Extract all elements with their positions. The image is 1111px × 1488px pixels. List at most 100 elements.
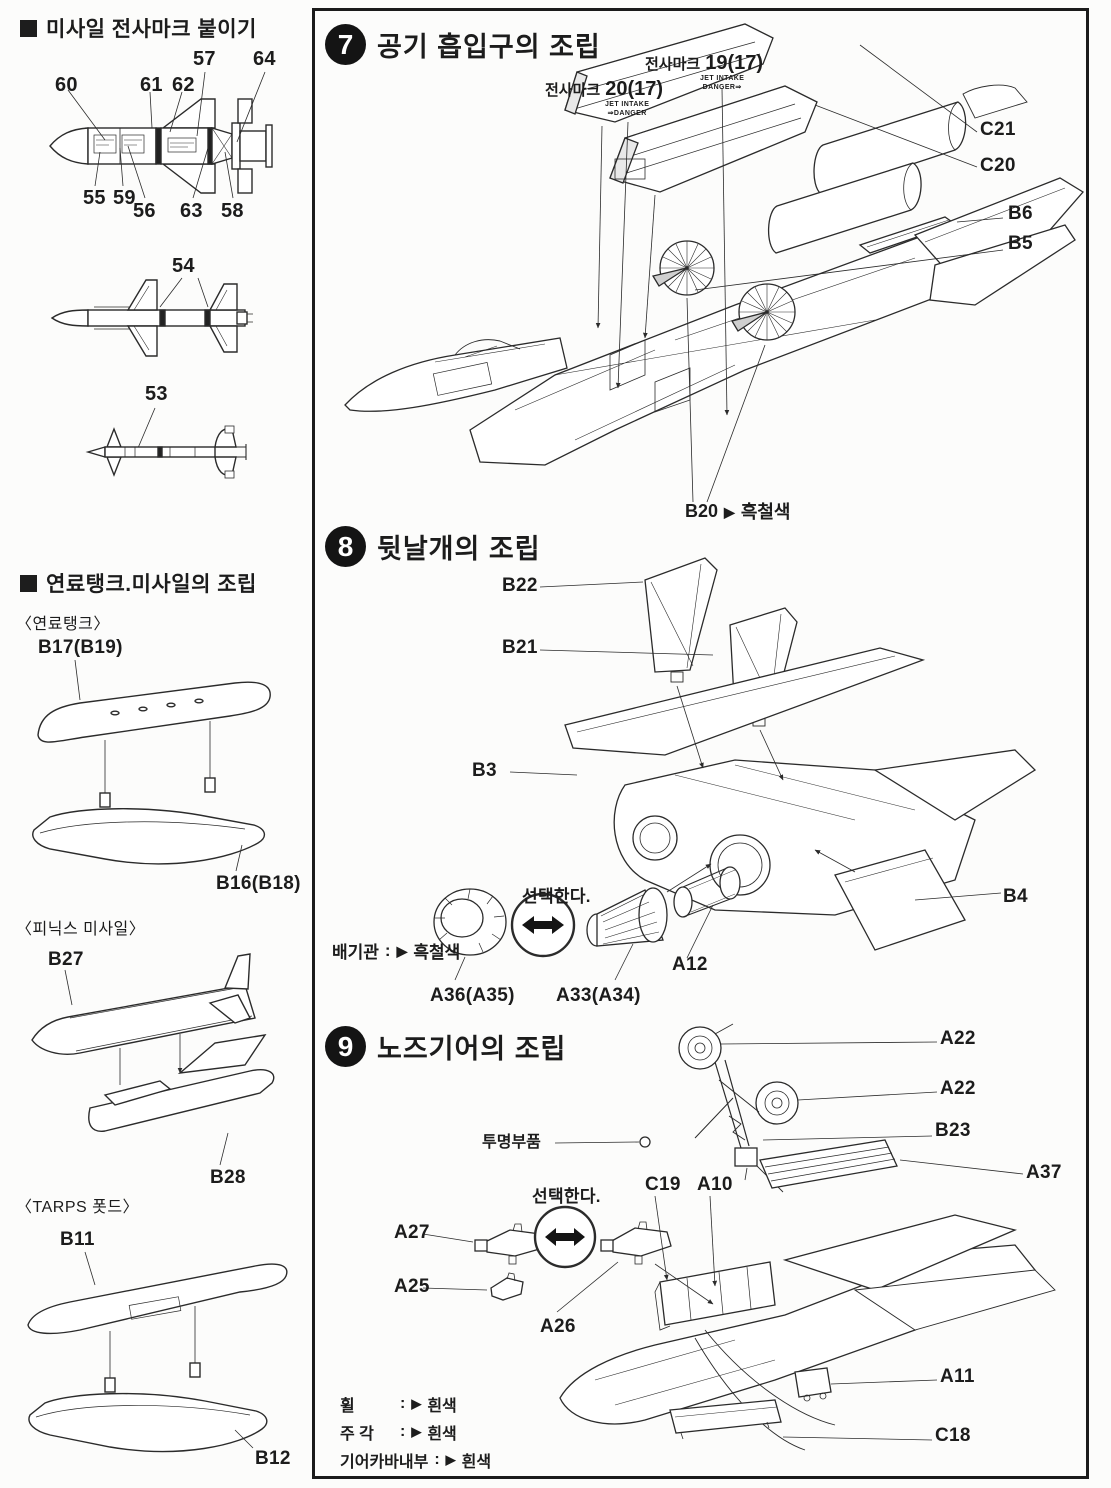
exhaust-label: 배기관 — [332, 943, 379, 962]
missile-54-drawing — [50, 277, 253, 357]
select-label-step8: 선택한다. — [522, 887, 591, 906]
part-label-b11: B11 — [60, 1229, 95, 1250]
part-label-a11: A11 — [940, 1366, 975, 1387]
step9-paint-notes: 휠 : ▶ 흰색 주 각 : ▶ 흰색 기어카바내부 : ▶ 흰색 — [340, 1392, 491, 1472]
color-name: 흰색 — [427, 1398, 457, 1415]
jet-intake-danger-text-20: JET INTAKE ⇒DANGER — [605, 100, 649, 118]
part-c18-drawing — [669, 1399, 782, 1440]
paint-note-label: 주 각 — [340, 1426, 374, 1443]
phoenix-drawing — [31, 953, 275, 1166]
step8-title: 뒷날개의 조립 — [377, 534, 541, 564]
wing-b3-drawing — [564, 647, 926, 756]
engine-fan-icons — [651, 240, 796, 341]
colon: : — [434, 1451, 440, 1468]
part-a11-drawing — [794, 1367, 832, 1402]
engine-nacelle-drawings — [767, 84, 1028, 254]
step7-title: 공기 흡입구의 조립 — [377, 32, 601, 62]
step9-drawing — [422, 1023, 1056, 1451]
part-label-b27: B27 — [48, 949, 84, 970]
step7-header: 7 공기 흡입구의 조립 — [325, 24, 601, 65]
paint-note-label: 기어카바내부 — [340, 1454, 429, 1471]
colon: : — [400, 1395, 406, 1412]
part-label-a22-mid: A22 — [940, 1078, 976, 1099]
part-label-b22: B22 — [502, 575, 538, 596]
b20-color-note: B20 ▶ 흑철색 — [685, 498, 791, 524]
tiny-line1: JET INTAKE — [605, 101, 650, 108]
decal-mark-20-label: 전사마크 20(17) — [545, 78, 663, 101]
part-label-c19: C19 — [645, 1174, 681, 1195]
part-label-c18: C18 — [935, 1425, 971, 1446]
decal-number: 20(17) — [605, 78, 664, 100]
callout-56: 56 — [133, 200, 156, 222]
part-a25-drawing — [490, 1272, 524, 1301]
part-a27-drawing — [474, 1223, 544, 1265]
step8-drawing — [433, 557, 1037, 981]
callout-54: 54 — [172, 255, 195, 277]
callout-59: 59 — [113, 187, 136, 209]
color-arrow-icon: ▶ — [724, 503, 735, 520]
left-column-drawings — [27, 71, 288, 1453]
callout-63: 63 — [180, 200, 203, 222]
tiny-line1: JET INTAKE — [700, 75, 745, 82]
paint-note-strut: 주 각 : ▶ 흰색 — [340, 1420, 491, 1444]
intake-duct-c21-drawing — [564, 23, 774, 123]
callout-55: 55 — [83, 187, 106, 209]
nose-gear-strut-drawing — [639, 1026, 799, 1193]
jet-intake-danger-text-19: JET INTAKE DANGER⇒ — [700, 74, 744, 92]
step8-number-badge: 8 — [325, 526, 366, 567]
part-a26-drawing — [600, 1221, 672, 1265]
forward-fuselage-drawing — [344, 337, 568, 412]
step9-title: 노즈기어의 조립 — [377, 1034, 567, 1064]
decal-prefix: 전사마크 — [545, 82, 601, 99]
phoenix-caption: 〈피닉스 미사일〉 — [16, 921, 146, 938]
part-label-b28: B28 — [210, 1167, 246, 1188]
part-a37-drawing — [759, 1139, 898, 1189]
step7-number-badge: 7 — [325, 24, 366, 65]
nose-fuselage-drawing — [559, 1214, 1056, 1451]
fuel-tank-drawing — [32, 659, 271, 872]
part-label-a22-top: A22 — [940, 1028, 976, 1049]
section-bullet-icon — [20, 19, 37, 37]
part-label-b16: B16(B18) — [216, 873, 301, 894]
sparrow-decal-drawing — [49, 71, 273, 199]
section-title: 미사일 전사마크 붙이기 — [46, 18, 257, 41]
step9-header: 9 노즈기어의 조립 — [325, 1026, 566, 1067]
tiny-line2: ⇒DANGER — [607, 110, 647, 118]
callout-53: 53 — [145, 383, 168, 405]
tarps-drawing — [27, 1251, 288, 1453]
part-label-a25: A25 — [394, 1276, 430, 1297]
tiny-line2: DANGER⇒ — [702, 84, 742, 92]
callout-62: 62 — [172, 74, 195, 96]
exhaust-cone-a33-drawing — [586, 887, 668, 947]
callout-60: 60 — [55, 74, 78, 96]
callout-58: 58 — [221, 200, 244, 222]
callout-57: 57 — [193, 48, 216, 70]
part-b4-drawing — [834, 849, 966, 951]
clear-part-label: 투명부품 — [482, 1134, 541, 1151]
wing-drawings — [913, 177, 1084, 306]
part-label-b21: B21 — [502, 637, 538, 658]
tarps-caption: 〈TARPS 폿드〉 — [16, 1199, 140, 1216]
color-arrow-icon: ▶ — [396, 943, 408, 959]
section-title: 연료탱크.미사일의 조립 — [46, 573, 257, 596]
paint-note-label: 휠 — [340, 1398, 355, 1415]
aft-fuselage-drawing — [613, 749, 1037, 916]
section-header-missile-decals: 미사일 전사마크 붙이기 — [20, 13, 257, 43]
part-label-b5: B5 — [1008, 233, 1033, 254]
paint-note-gearbay: 기어카바내부 : ▶ 흰색 — [340, 1448, 491, 1472]
color-name: 흰색 — [461, 1454, 492, 1471]
part-label-c20: C20 — [980, 155, 1016, 176]
color-name: 흑철색 — [740, 502, 791, 522]
pipe-a12-drawing — [673, 866, 741, 918]
vertical-fin-b22-drawing — [644, 557, 718, 683]
select-arrow-icon — [533, 1205, 597, 1269]
select-arrow-icon — [510, 892, 576, 958]
part-label-b4: B4 — [1003, 886, 1028, 907]
part-label-a26: A26 — [540, 1316, 576, 1337]
missile-53-drawing — [85, 407, 247, 479]
part-label-b12: B12 — [255, 1448, 291, 1469]
part-label-c21: C21 — [980, 119, 1016, 140]
part-label-b3: B3 — [472, 760, 497, 781]
steps-panel-border — [312, 8, 1089, 1479]
color-arrow-icon: ▶ — [411, 1424, 422, 1439]
